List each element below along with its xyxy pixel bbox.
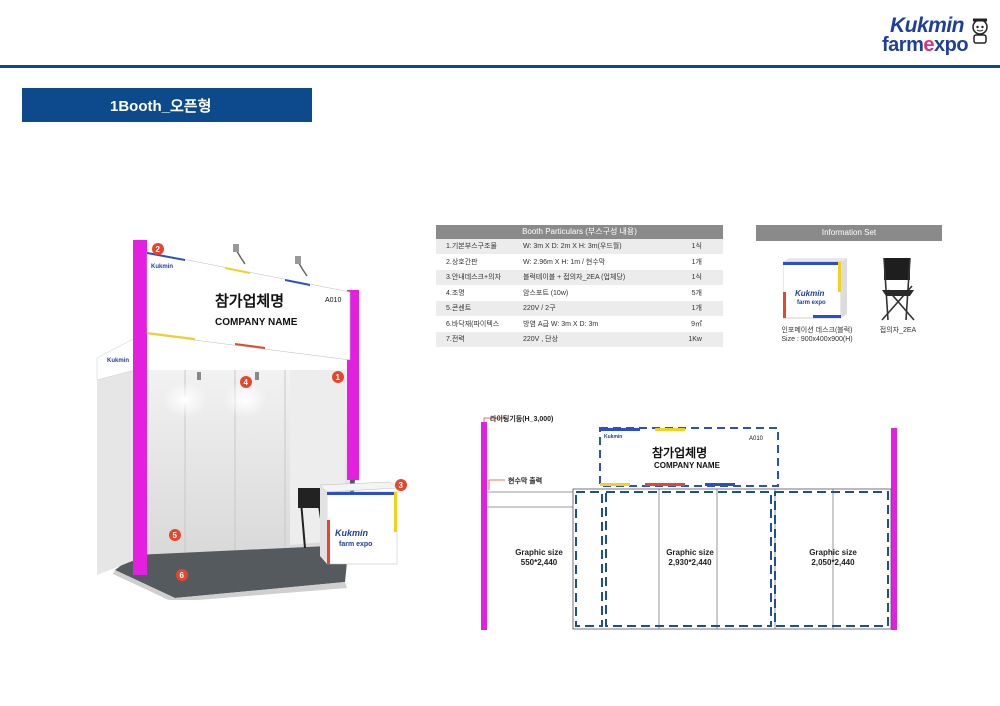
svg-text:1: 1 (336, 373, 341, 382)
particulars-cell-item: 6.바닥재(파이텍스 (446, 320, 500, 328)
marker-4: 4 (240, 376, 252, 388)
particulars-row: 3.안내데스크+의자 블럭테이블 + 접의자_2EA (업체당) 1식 (436, 270, 723, 286)
booth-3d-render: Kukmin 참가업체명 COMPANY NAME A010 Kukmin Ku… (96, 240, 407, 600)
svg-text:Kukmin: Kukmin (795, 289, 824, 298)
marker-1: 1 (332, 371, 344, 383)
svg-text:참가업체명: 참가업체명 (652, 445, 707, 460)
svg-text:4: 4 (244, 378, 249, 387)
booth-front-elevation: Kukmin 참가업체명 COMPANY NAME A010 (481, 417, 897, 630)
booth-particulars-table: Booth Particulars (부스구성 내용) 1.기본부스구조물 W: … (436, 225, 723, 348)
particulars-cell-spec: W: 3m X D: 2m X H: 3m(우드월) (523, 243, 622, 251)
info-desk-image: Kukmin farm expo (783, 258, 847, 319)
svg-text:6: 6 (180, 571, 185, 580)
svg-text:Kukmin: Kukmin (151, 264, 173, 270)
particulars-cell-item: 2.상호간판 (446, 258, 478, 266)
particulars-cell-spec: 방염 A급 W: 3m X D: 3m (523, 320, 599, 328)
logo-line-2: farmexpo (882, 34, 969, 56)
mascot-icon (972, 18, 988, 44)
particulars-cell-spec: W: 2.96m X H: 1m / 현수막 (523, 258, 606, 266)
page-title: 1Booth_오픈형 (22, 88, 312, 122)
particulars-cell-spec: 블럭테이블 + 접의자_2EA (업체당) (523, 274, 626, 282)
particulars-row: 1.기본부스구조물 W: 3m X D: 2m X H: 3m(우드월) 1식 (436, 239, 723, 255)
svg-text:Kukmin: Kukmin (604, 434, 622, 440)
particulars-cell-qty: 1개 (691, 305, 702, 313)
information-set-header: Information Set (756, 225, 942, 241)
marker-2: 2 (152, 243, 164, 255)
marker-6: 6 (176, 569, 188, 581)
particulars-cell-spec: 220V / 2구 (523, 305, 556, 313)
svg-text:farm expo: farm expo (339, 541, 372, 548)
logo-line-1: Kukmin (890, 14, 965, 37)
particulars-cell-qty: 5개 (691, 289, 702, 297)
marker-3: 3 (395, 479, 407, 491)
truss-label: 라이팅기둥(H_3,000) (490, 416, 554, 423)
svg-text:A010: A010 (749, 436, 764, 442)
fascia-booth-no: A010 (325, 297, 341, 304)
particulars-row: 7.전력 220V , 단상 1Kw (436, 332, 723, 348)
particulars-cell-qty: 1Kw (688, 335, 702, 343)
svg-text:farm expo: farm expo (797, 300, 826, 306)
header-divider (0, 65, 1000, 68)
particulars-cell-item: 3.안내데스크+의자 (446, 274, 502, 282)
svg-text:Kukmin: Kukmin (107, 358, 129, 364)
svg-text:2: 2 (156, 245, 161, 254)
particulars-row: 5.콘센트 220V / 2구 1개 (436, 301, 723, 317)
particulars-cell-item: 1.기본부스구조물 (446, 243, 497, 251)
fascia-title: 참가업체명 (215, 292, 284, 310)
svg-text:COMPANY NAME: COMPANY NAME (654, 461, 721, 470)
particulars-row: 2.상호간판 W: 2.96m X H: 1m / 현수막 1개 (436, 254, 723, 270)
particulars-cell-spec: 암스포트 (10w) (523, 289, 569, 297)
particulars-cell-item: 7.전력 (446, 336, 465, 344)
particulars-header: Booth Particulars (부스구성 내용) (436, 225, 723, 239)
marker-5: 5 (169, 529, 181, 541)
folding-chair-image (881, 257, 915, 321)
info-desk-caption: 인포메이션 데스크(블럭) Size : 900x400x900(H) (781, 327, 853, 343)
kukmin-farm-expo-logo: Kukmin farmexpo (878, 12, 993, 58)
particulars-cell-spec: 220V , 단상 (523, 336, 559, 344)
chair-caption: 접의자_2EA (879, 327, 917, 334)
banner-label: 현수막 출력 (508, 478, 543, 485)
svg-text:Kukmin: Kukmin (335, 528, 369, 538)
particulars-cell-qty: 9㎡ (691, 320, 702, 328)
svg-text:5: 5 (173, 531, 178, 540)
svg-text:3: 3 (399, 481, 404, 490)
particulars-cell-qty: 1식 (691, 274, 702, 282)
particulars-row: 6.바닥재(파이텍스 방염 A급 W: 3m X D: 3m 9㎡ (436, 316, 723, 332)
particulars-cell-item: 4.조명 (446, 289, 465, 297)
particulars-cell-item: 5.콘센트 (446, 305, 472, 313)
particulars-row: 4.조명 암스포트 (10w) 5개 (436, 285, 723, 301)
particulars-cell-qty: 1개 (691, 258, 702, 266)
particulars-cell-qty: 1식 (691, 243, 702, 251)
fascia-company-name: COMPANY NAME (215, 317, 298, 328)
